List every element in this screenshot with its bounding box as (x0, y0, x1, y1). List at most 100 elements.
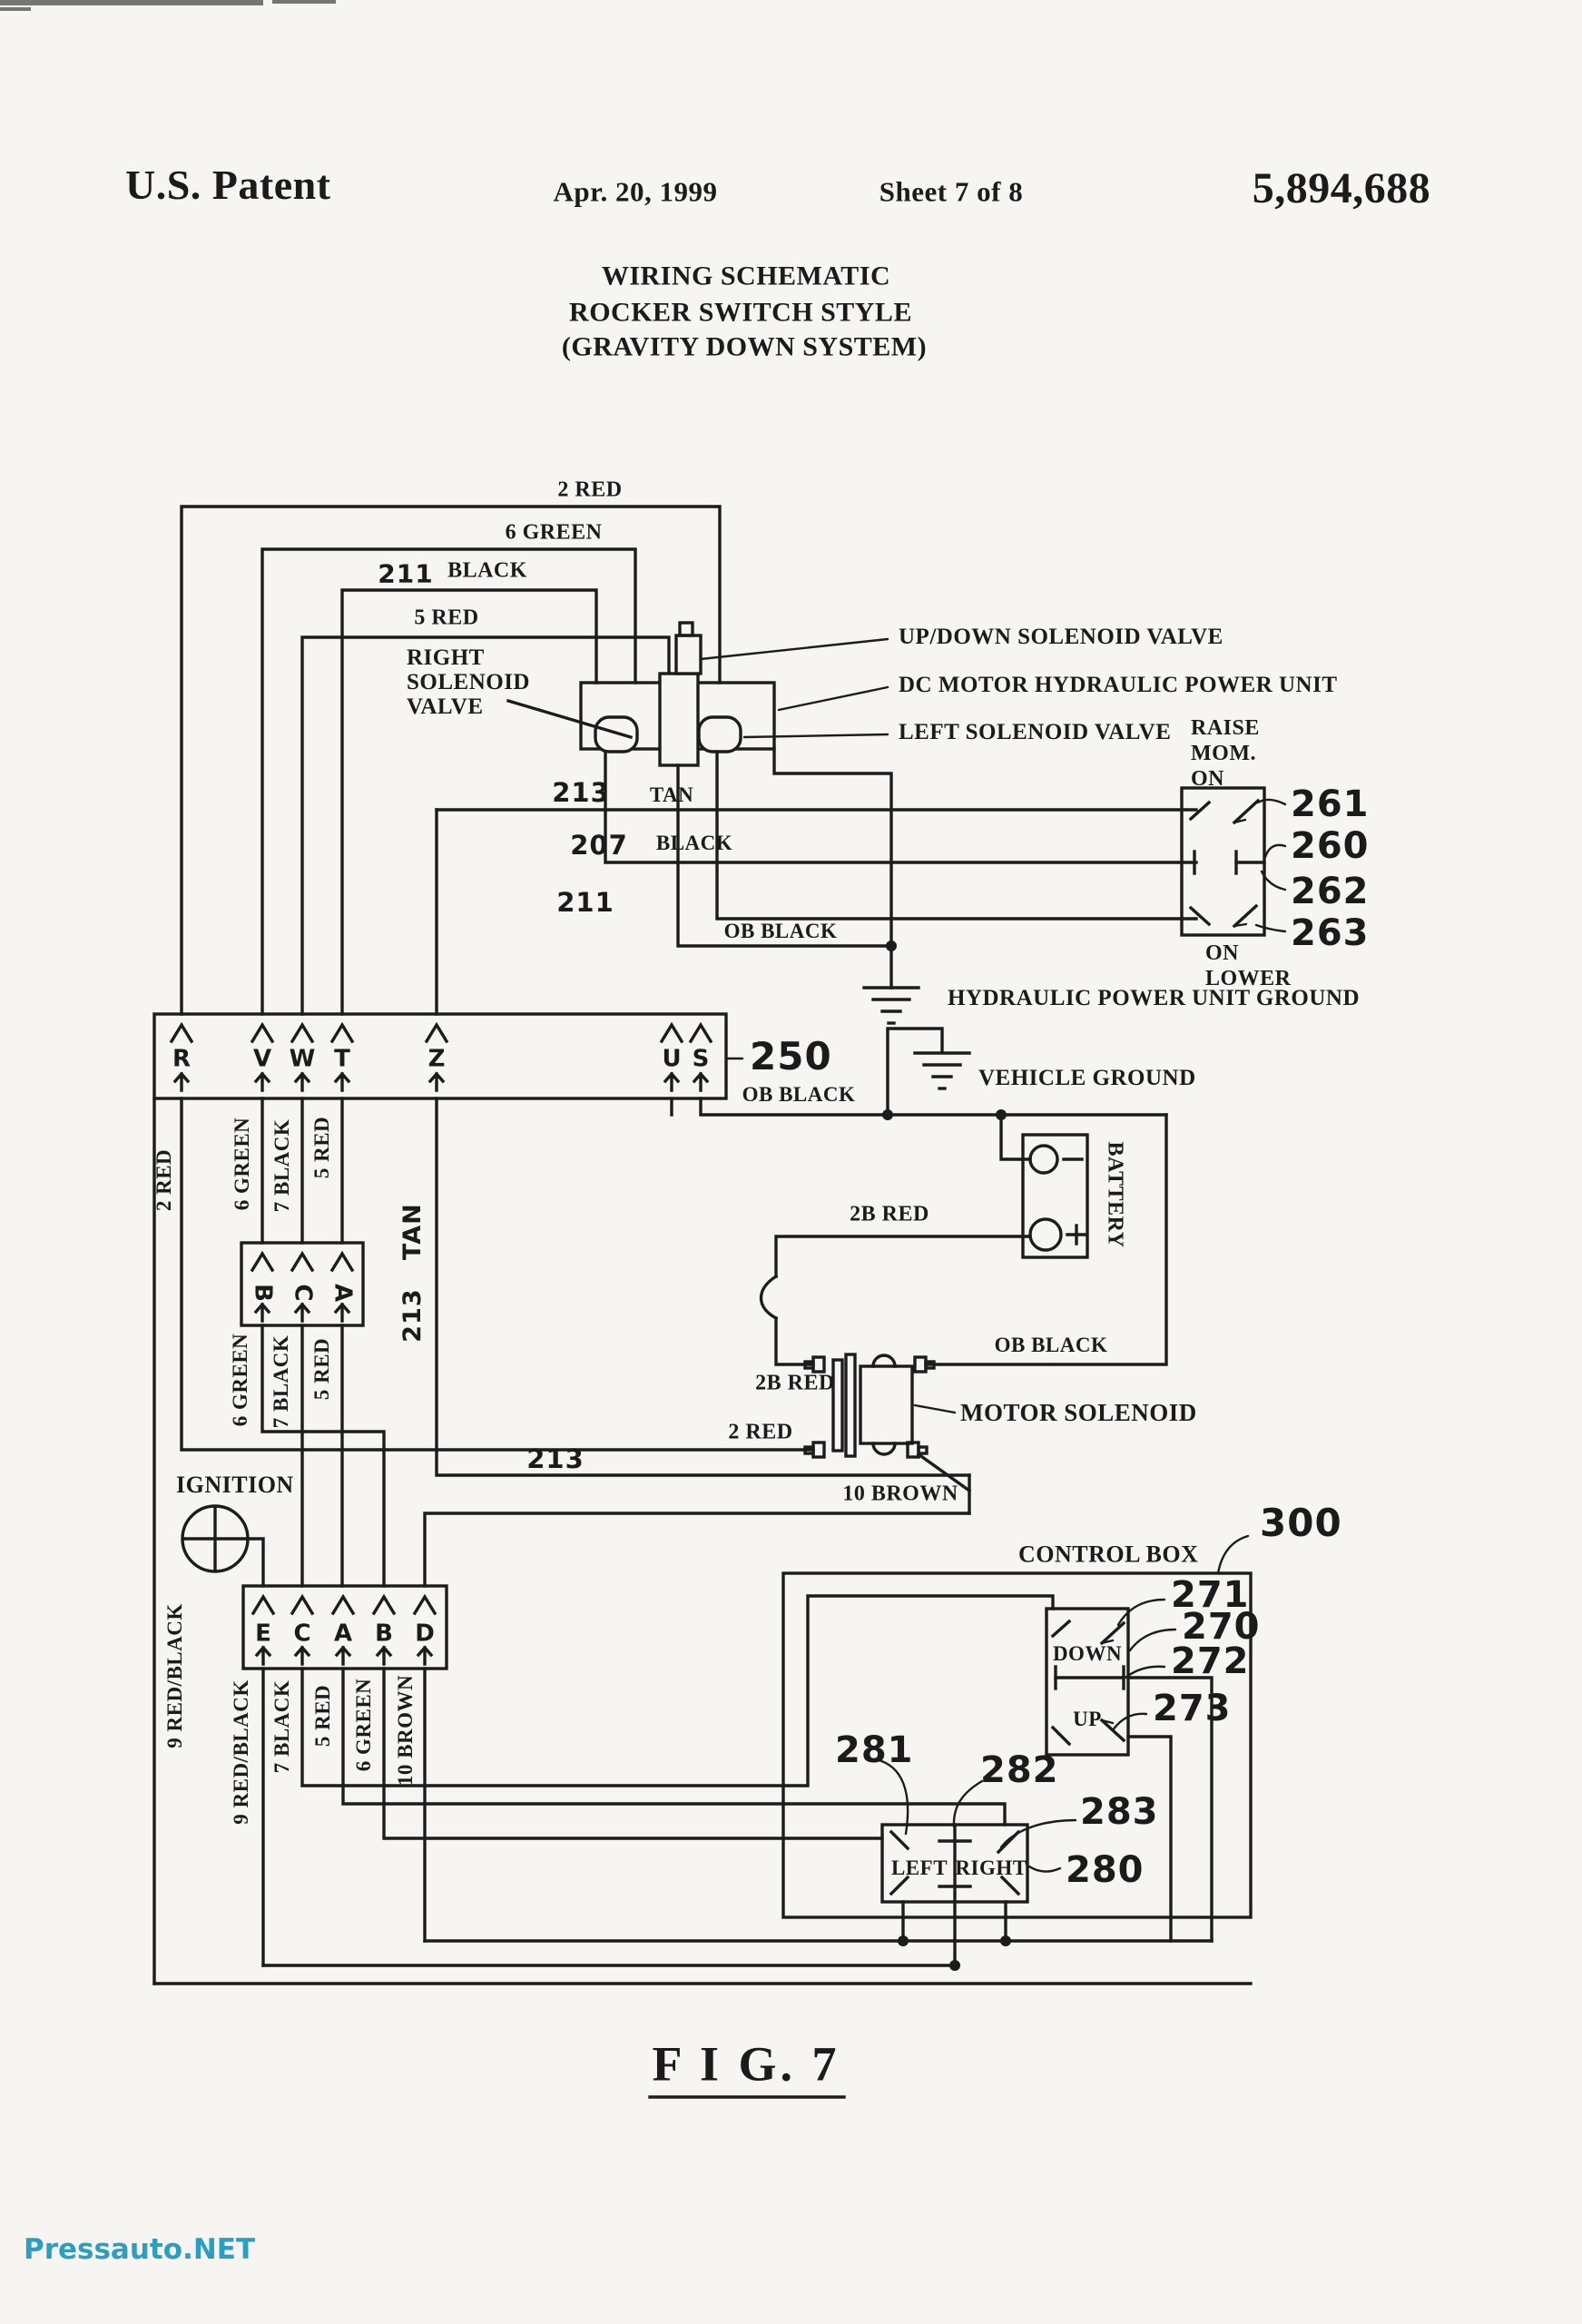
wire-label-211-mid: 211 (556, 886, 614, 918)
ref-271: 271 (1171, 1574, 1250, 1616)
drawing-title-line2: ROCKER SWITCH STYLE (569, 297, 912, 328)
watermark: Pressauto.NET (24, 2233, 256, 2266)
connector-bca (240, 1097, 386, 1588)
right-solenoid-valve-label-l1: RIGHT (407, 645, 485, 670)
wire-label-207-color: BLACK (655, 831, 733, 854)
ref-273: 273 (1153, 1688, 1232, 1729)
pin-250-r: R (172, 1045, 192, 1073)
pin-250-v: V (252, 1045, 272, 1073)
hpu-ground-net (676, 747, 920, 1025)
wire-label-5-red-vert-top: 5 RED (310, 1116, 333, 1179)
patent-number: 5,894,688 (1252, 163, 1431, 212)
ref-280: 280 (1066, 1849, 1145, 1891)
motor-solenoid-label: MOTOR SOLENOID (960, 1398, 1197, 1426)
wire-label-2-red-top: 2 RED (557, 478, 623, 502)
wire-label-6-green-vert-bot: 6 GREEN (351, 1678, 375, 1772)
pin-ecabd-a: A (333, 1620, 353, 1648)
wire-label-10-brown-vert: 10 BROWN (393, 1674, 417, 1787)
control-box-label: CONTROL BOX (1018, 1541, 1199, 1568)
wire-label-213-number: 213 (552, 776, 610, 808)
junction-dots (882, 940, 1011, 1971)
ref-282: 282 (980, 1749, 1059, 1791)
top-wires (180, 505, 722, 1016)
harness-to-control-box (152, 1097, 1055, 1985)
updown-solenoid-valve-label: UP/DOWN SOLENOID VALVE (899, 624, 1223, 649)
wire-label-213-color: TAN (649, 783, 694, 806)
wire-label-213-tan-vert: 213 TAN (398, 1203, 427, 1343)
vehicle-ground-net (670, 1027, 1168, 1117)
wire-label-7-black-vert-mid: 7 BLACK (269, 1334, 292, 1429)
wire-label-2b-red-upper: 2B RED (850, 1202, 929, 1226)
raise-switch-label-raise: RAISE (1191, 716, 1260, 740)
raise-switch-label-on-bottom: ON (1205, 941, 1239, 965)
ignition-label: IGNITION (176, 1472, 294, 1498)
raise-switch-label-mom: MOM. (1191, 742, 1256, 765)
wire-label-6-green-vert-top: 6 GREEN (230, 1117, 253, 1211)
drawing-title-line3: (GRAVITY DOWN SYSTEM) (561, 331, 928, 362)
switch-left-label: LEFT (890, 1856, 948, 1879)
wire-label-5-red-vert-bot: 5 RED (310, 1684, 334, 1748)
dc-motor-unit-label: DC MOTOR HYDRAULIC POWER UNIT (899, 672, 1338, 697)
pin-bca-b: B (249, 1284, 277, 1302)
rocker-up-label: UP (1073, 1707, 1102, 1730)
battery-positive-feed (760, 1235, 1032, 1366)
leader-lines (506, 637, 1287, 1873)
right-solenoid-valve-label-l3: VALVE (407, 694, 484, 719)
wire-label-211-number: 211 (378, 558, 434, 589)
ref-250: 250 (750, 1033, 832, 1078)
sheet-number: Sheet 7 of 8 (879, 175, 1024, 208)
battery (924, 1113, 1168, 1366)
wire-label-9-redblack-left: 9 RED/BLACK (162, 1603, 186, 1748)
control-box (781, 1571, 1253, 1919)
ref-260: 260 (1291, 825, 1370, 867)
wire-label-ob-black-mid: OB BLACK (742, 1082, 856, 1106)
ref-262: 262 (1291, 871, 1370, 912)
pin-250-u: U (662, 1045, 682, 1073)
ignition-switch (181, 1504, 265, 1588)
wire-label-2-red-bottom: 2 RED (728, 1420, 793, 1444)
wire-label-6-green-top: 6 GREEN (505, 520, 603, 545)
raise-switch-label-lower: LOWER (1205, 967, 1292, 990)
lower-wires (180, 1097, 971, 1588)
patent-date: Apr. 20, 1999 (553, 175, 718, 208)
left-solenoid-valve-label: LEFT SOLENOID VALVE (899, 719, 1172, 744)
wire-label-5-red-vert-mid: 5 RED (310, 1337, 333, 1401)
pin-250-z: Z (427, 1045, 446, 1073)
ref-300: 300 (1260, 1500, 1342, 1545)
wire-label-211-color: BLACK (447, 558, 527, 583)
pin-250-w: W (289, 1045, 316, 1073)
patent-header-label: U.S. Patent (125, 162, 331, 208)
wire-label-2-red-vert: 2 RED (152, 1148, 175, 1212)
wire-label-207-number: 207 (570, 829, 628, 861)
wire-label-6-green-vert-mid: 6 GREEN (228, 1333, 251, 1427)
raise-switch-label-on-top: ON (1191, 767, 1224, 791)
battery-label: BATTERY (1103, 1141, 1127, 1248)
wire-label-7-black-vert-bot: 7 BLACK (270, 1679, 293, 1774)
pin-ecabd-e: E (255, 1620, 271, 1648)
ref-272: 272 (1171, 1640, 1250, 1682)
wire-label-2b-red-lower: 2B RED (755, 1371, 835, 1395)
connector-250 (152, 1012, 744, 1100)
right-solenoid-valve-label-l2: SOLENOID (407, 670, 530, 694)
pin-bca-c: C (289, 1284, 317, 1302)
wire-label-5-red-top: 5 RED (414, 606, 479, 630)
ref-263: 263 (1291, 912, 1370, 954)
pin-ecabd-b: B (375, 1620, 393, 1648)
wire-label-213-bottom: 213 (526, 1443, 585, 1474)
ref-270: 270 (1182, 1606, 1261, 1648)
switch-right-label: RIGHT (955, 1856, 1027, 1879)
scan-artifacts (0, 0, 336, 11)
wire-label-ob-black-low: OB BLACK (994, 1333, 1108, 1356)
connector-ecabd (241, 1584, 448, 1670)
hydraulic-ground-label: HYDRAULIC POWER UNIT GROUND (948, 985, 1361, 1010)
raise-lower-switch (1180, 786, 1266, 937)
pin-ecabd-c: C (293, 1620, 311, 1648)
pin-250-t: T (334, 1045, 350, 1073)
down-up-rocker (1045, 1607, 1214, 1943)
wire-label-ob-black-top: OB BLACK (723, 919, 838, 942)
hydraulic-power-unit (579, 621, 776, 767)
rocker-down-label: DOWN (1052, 1641, 1123, 1665)
drawing-title-line1: WIRING SCHEMATIC (601, 261, 891, 291)
